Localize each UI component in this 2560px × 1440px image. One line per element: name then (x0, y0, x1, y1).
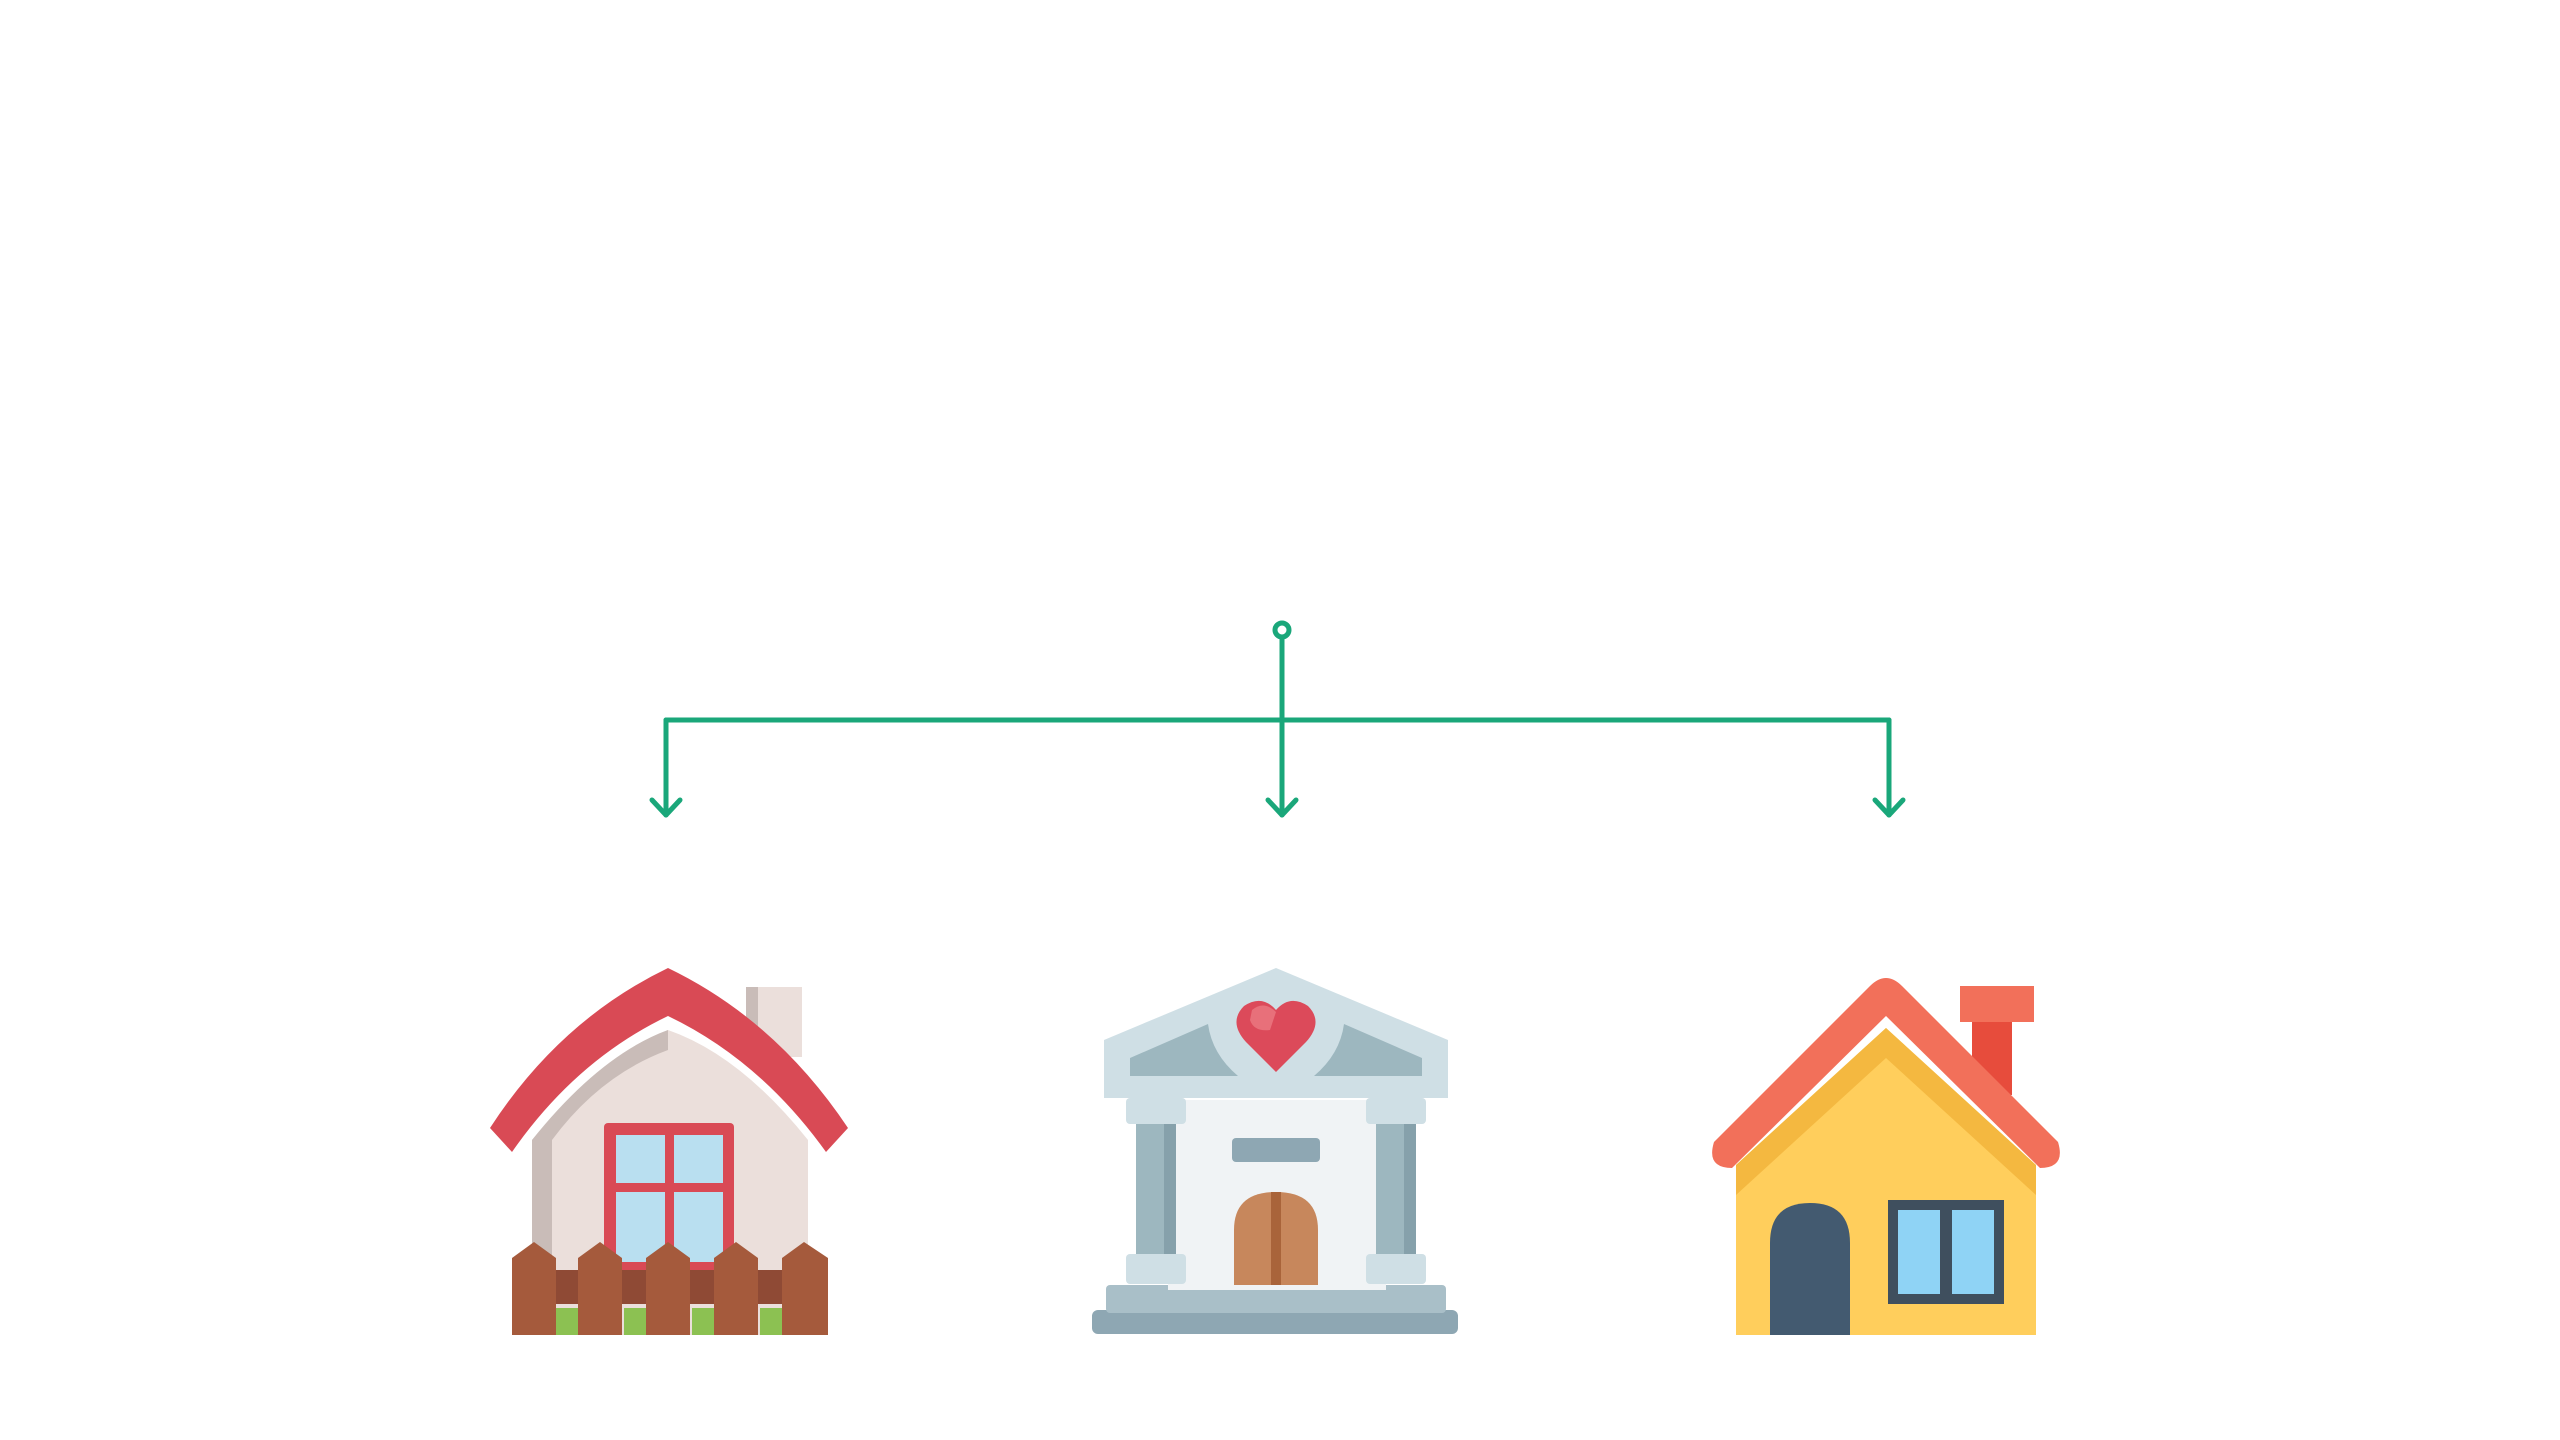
arrow-down-icon (649, 797, 683, 818)
branch-connector-2 (1265, 717, 1299, 818)
arrow-down-icon (1265, 797, 1299, 818)
house-with-chimney-icon (1712, 978, 2060, 1335)
branch-connector-1 (649, 717, 683, 818)
connector-tree (649, 620, 1906, 818)
arrow-down-icon (1872, 797, 1906, 818)
branch-connector-3 (1872, 717, 1906, 818)
cottage-with-fence-icon (490, 968, 848, 1335)
heart-institution-building-icon (1092, 968, 1458, 1334)
